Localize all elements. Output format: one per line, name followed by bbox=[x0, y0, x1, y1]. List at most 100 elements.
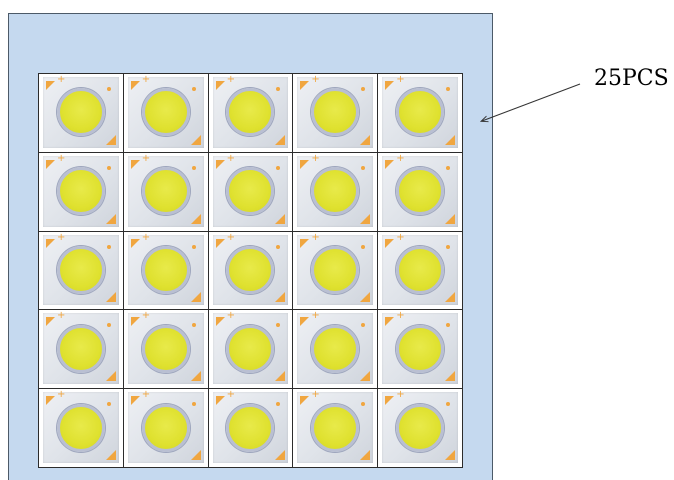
polarity-dot bbox=[191, 323, 196, 328]
polarity-dot bbox=[106, 402, 111, 407]
cathode-corner-mark bbox=[445, 371, 455, 382]
polarity-dot bbox=[191, 244, 196, 249]
cathode-corner-mark bbox=[105, 450, 116, 460]
chip-cell-r2-c2: + bbox=[123, 152, 208, 231]
chip-cell-r2-c1: + bbox=[39, 152, 123, 231]
chip-cell-r4-c4: + bbox=[293, 310, 378, 389]
cathode-corner-mark bbox=[190, 213, 201, 224]
cathode-corner-mark bbox=[275, 450, 286, 460]
anode-corner-mark bbox=[46, 238, 55, 248]
cathode-corner-mark bbox=[190, 371, 201, 382]
polarity-dot bbox=[106, 165, 111, 170]
cob-led-chip: + bbox=[43, 152, 119, 227]
cathode-corner-mark bbox=[190, 450, 201, 460]
led-emitter-circle bbox=[226, 167, 275, 216]
chip-cell-r3-c1: + bbox=[39, 231, 123, 310]
led-emitter-circle bbox=[56, 403, 105, 452]
plus-sign: + bbox=[311, 389, 320, 401]
chip-cell-r5-c4: + bbox=[293, 389, 378, 467]
cathode-corner-mark bbox=[190, 292, 201, 303]
chip-cell-r3-c5: + bbox=[378, 231, 462, 310]
anode-corner-mark bbox=[215, 238, 225, 248]
polarity-dot bbox=[361, 323, 366, 328]
plus-sign: + bbox=[226, 389, 235, 401]
cob-led-chip: + bbox=[382, 74, 458, 148]
plus-sign: + bbox=[57, 231, 66, 243]
polarity-dot bbox=[276, 323, 281, 328]
cathode-corner-mark bbox=[275, 134, 286, 145]
anode-corner-mark bbox=[130, 159, 140, 169]
cob-led-chip: + bbox=[43, 310, 119, 385]
cob-led-chip: + bbox=[382, 311, 458, 385]
chip-cell-r1-c5: + bbox=[378, 74, 462, 152]
anode-corner-mark bbox=[385, 396, 395, 406]
cathode-corner-mark bbox=[445, 134, 455, 145]
plus-sign: + bbox=[396, 74, 405, 85]
anode-corner-mark bbox=[300, 159, 310, 169]
chip-cell-r3-c4: + bbox=[293, 231, 378, 310]
polarity-dot bbox=[191, 165, 196, 170]
anode-corner-mark bbox=[46, 159, 55, 169]
cathode-corner-mark bbox=[275, 213, 286, 224]
anode-corner-mark bbox=[130, 396, 140, 406]
cathode-corner-mark bbox=[105, 292, 116, 303]
chip-grid: +++++++++++++++++++++++++ bbox=[38, 73, 463, 468]
plus-sign: + bbox=[57, 310, 66, 322]
led-emitter-circle bbox=[141, 324, 190, 373]
led-emitter-circle bbox=[226, 324, 275, 373]
polarity-dot bbox=[276, 244, 281, 249]
led-emitter-circle bbox=[396, 167, 445, 216]
quantity-callout-label: 25PCS bbox=[594, 66, 669, 91]
cathode-corner-mark bbox=[360, 213, 371, 224]
cathode-corner-mark bbox=[445, 213, 455, 224]
plus-sign: + bbox=[141, 152, 151, 164]
led-emitter-circle bbox=[56, 88, 105, 137]
chip-cell-r2-c3: + bbox=[208, 152, 293, 231]
led-emitter-circle bbox=[311, 403, 360, 452]
led-emitter-circle bbox=[311, 245, 360, 294]
led-emitter-circle bbox=[396, 88, 445, 137]
led-emitter-circle bbox=[396, 324, 445, 373]
plus-sign: + bbox=[226, 310, 235, 322]
plus-sign: + bbox=[311, 310, 320, 322]
cob-led-chip: + bbox=[127, 232, 204, 306]
chip-cell-r1-c1: + bbox=[39, 74, 123, 152]
led-emitter-circle bbox=[396, 245, 445, 294]
cathode-corner-mark bbox=[360, 450, 371, 460]
cob-led-chip: + bbox=[212, 310, 289, 385]
anode-corner-mark bbox=[300, 81, 310, 90]
cob-led-chip: + bbox=[212, 389, 289, 463]
cathode-corner-mark bbox=[445, 450, 455, 460]
polarity-dot bbox=[446, 87, 450, 91]
anode-corner-mark bbox=[215, 159, 225, 169]
anode-corner-mark bbox=[385, 238, 395, 248]
cob-led-chip: + bbox=[43, 389, 119, 463]
chip-cell-r2-c5: + bbox=[378, 152, 462, 231]
cob-led-chip: + bbox=[127, 152, 204, 227]
led-emitter-circle bbox=[311, 324, 360, 373]
plus-sign: + bbox=[57, 389, 66, 401]
plus-sign: + bbox=[311, 231, 320, 243]
cob-led-chip: + bbox=[297, 75, 374, 148]
cob-led-chip: + bbox=[297, 231, 374, 306]
chip-cell-r4-c1: + bbox=[39, 310, 123, 389]
polarity-dot bbox=[276, 165, 281, 170]
cob-led-chip: + bbox=[297, 152, 374, 227]
plus-sign: + bbox=[396, 152, 405, 164]
plus-sign: + bbox=[57, 152, 66, 164]
anode-corner-mark bbox=[300, 238, 310, 248]
led-emitter-circle bbox=[56, 167, 105, 216]
polarity-dot bbox=[446, 402, 450, 407]
cob-led-chip: + bbox=[297, 310, 374, 385]
cob-led-chip: + bbox=[382, 232, 458, 306]
anode-corner-mark bbox=[215, 396, 225, 406]
polarity-dot bbox=[191, 402, 196, 407]
cathode-corner-mark bbox=[360, 371, 371, 382]
cathode-corner-mark bbox=[360, 292, 371, 303]
plus-sign: + bbox=[226, 152, 235, 164]
chip-cell-r3-c2: + bbox=[123, 231, 208, 310]
plus-sign: + bbox=[311, 152, 320, 164]
anode-corner-mark bbox=[46, 81, 55, 90]
anode-corner-mark bbox=[130, 81, 140, 90]
cob-led-chip: + bbox=[297, 389, 374, 463]
